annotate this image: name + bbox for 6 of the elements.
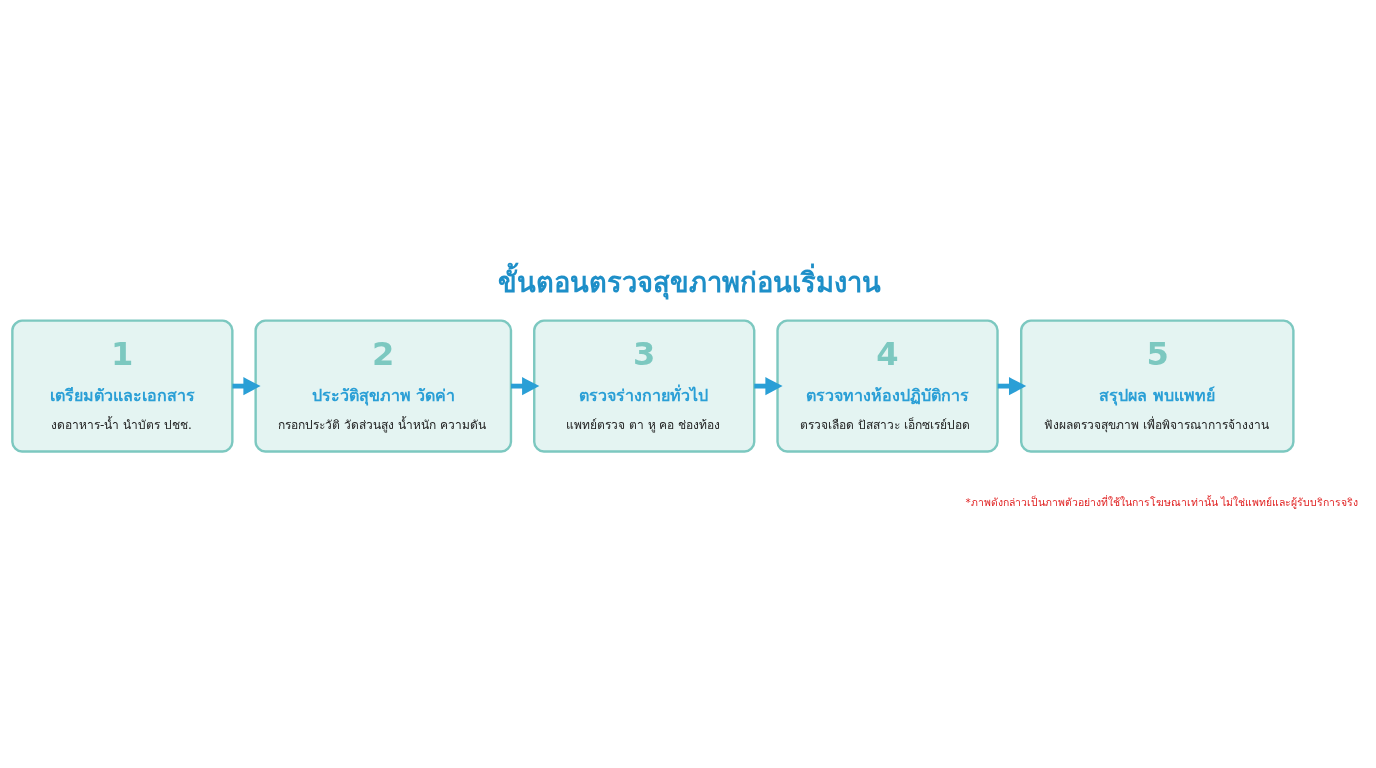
- node-box: 5 สรุปผล พบแพทย์ ฟังผลตรวจสุขภาพ เพื่อพิจารณาการจ้างงาน: [1020, 318, 1295, 453]
- label: *ภาพดังกล่าวเป็นภาพตัวอย่างที่ใช้ในการโฆษณาเท่านั้น ไม่ใช่แพทย์และผู้รับบริการจริง: [965, 495, 1358, 508]
- node-box: 4 ตรวจทางห้องปฏิบัติการ ตรวจเลือด ปัสสาวะ เอ็กซเรย์ปอด: [776, 318, 999, 453]
- node-box: 3 ตรวจร่างกายทั่วไป แพทย์ตรวจ ตา หู คอ ช่องท้อง: [533, 318, 756, 453]
- node-box: 2 ประวัติสุขภาพ วัดค่า กรอกประวัติ วัดส่วนสูง น้ำหนัก ความดัน: [254, 318, 513, 453]
- node-box: 1 เตรียมตัวและเอกสาร งดอาหาร-น้ำ นำบัตร ปชช.: [11, 318, 234, 453]
